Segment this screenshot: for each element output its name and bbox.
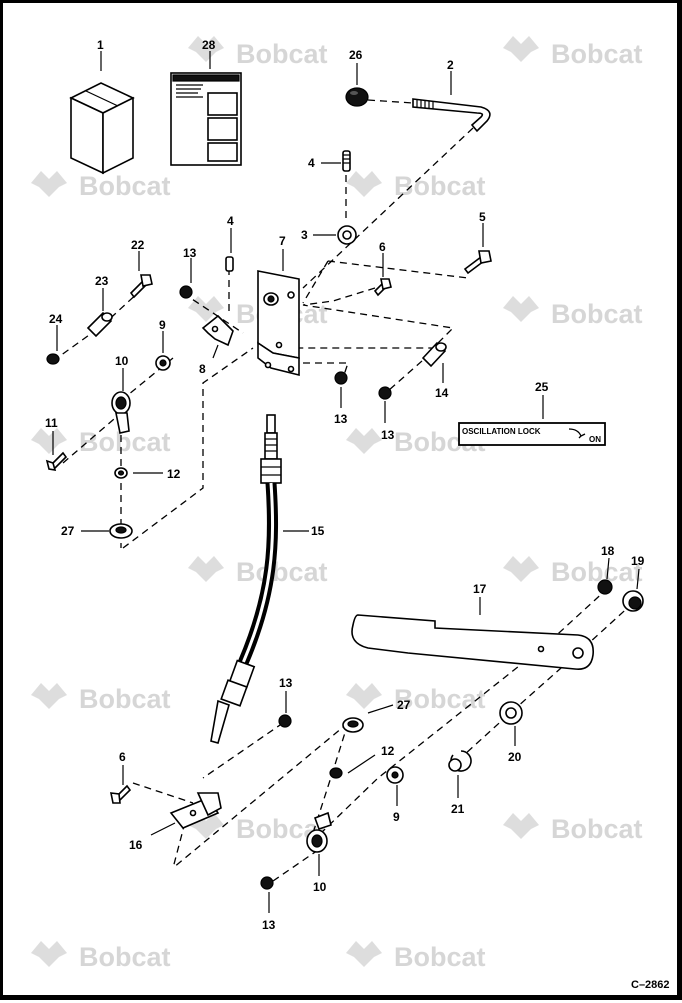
callout-leaders [52, 51, 640, 913]
callout-20: 20 [508, 750, 522, 764]
assembly-lines [52, 99, 634, 882]
part-23-spacer [86, 311, 113, 338]
callout-13: 13 [262, 918, 276, 932]
part-6-bolt [373, 278, 392, 297]
watermark: Bobcat [551, 39, 643, 69]
part-4b-roll-pin [225, 256, 234, 272]
part-13-nuts [179, 285, 392, 890]
watermark: Bobcat [79, 684, 171, 714]
callout-10: 10 [313, 880, 327, 894]
callout-14: 14 [435, 386, 449, 400]
callout-17: 17 [473, 582, 487, 596]
callout-28: 28 [202, 38, 216, 52]
watermark: Bobcat [394, 684, 486, 714]
part-25-decal: OSCILLATION LOCK ON [458, 422, 606, 446]
callout-19: 19 [631, 554, 645, 568]
watermark: Bobcat [394, 942, 486, 972]
callout-3: 3 [301, 228, 308, 242]
part-14-spacer [421, 341, 447, 368]
part-20-washer [499, 701, 523, 725]
watermark: Bobcat [551, 814, 643, 844]
watermark: Bobcat [236, 557, 328, 587]
part-27-nut [109, 523, 133, 539]
callout-1: 1 [97, 38, 104, 52]
callout-6: 6 [379, 240, 386, 254]
watermark: Bobcat [394, 171, 486, 201]
part-11-bolt [45, 451, 68, 471]
callout-4: 4 [227, 214, 234, 228]
watermark: Bobcat [551, 299, 643, 329]
part-3-bushing [337, 225, 357, 245]
watermark: Bobcat [236, 39, 328, 69]
callout-18: 18 [601, 544, 615, 558]
callout-11: 11 [45, 416, 58, 430]
part-10-ball-joint [111, 391, 131, 434]
part-8-clip [201, 314, 234, 347]
part-9-washer [155, 355, 171, 371]
callout-5: 5 [479, 210, 486, 224]
callout-22: 22 [131, 238, 145, 252]
callout-13: 13 [381, 428, 395, 442]
callout-labels: 1 28 26 2 4 3 4 5 6 7 13 22 23 24 9 8 10… [45, 38, 645, 932]
callout-27: 27 [61, 524, 75, 538]
drawing-number: C–2862 [631, 979, 670, 991]
callout-4: 4 [308, 156, 315, 170]
part-26-knob-icon [345, 87, 369, 107]
part-5-bolt [463, 250, 492, 275]
callout-24: 24 [49, 312, 63, 326]
callout-9: 9 [393, 810, 400, 824]
part-21-snap-ring [448, 750, 472, 772]
callout-9: 9 [159, 318, 166, 332]
part-1-box [69, 82, 135, 175]
callout-12: 12 [381, 744, 395, 758]
watermark-layer: Bobcat Bobcat Bobcat Bobcat Bobcat Bobca… [31, 36, 643, 972]
part-9b-washer [386, 766, 404, 784]
callout-8: 8 [199, 362, 206, 376]
part-27b-nut [342, 717, 364, 733]
callout-26: 26 [349, 48, 363, 62]
part-15-control-cable [210, 414, 282, 744]
part-17-lever-plate [351, 614, 595, 671]
callout-12: 12 [167, 467, 181, 481]
part-28-manual-icon [170, 72, 242, 166]
callout-10: 10 [115, 354, 129, 368]
part-18-bolt [597, 579, 613, 595]
callout-23: 23 [95, 274, 109, 288]
part-22-bolt [129, 274, 153, 299]
callout-13: 13 [183, 246, 197, 260]
callout-25: 25 [535, 380, 549, 394]
decal-suffix: ON [589, 435, 601, 444]
callout-16: 16 [129, 838, 143, 852]
part-2-lever-rod [412, 98, 491, 133]
part-16-bracket [169, 792, 222, 829]
callout-2: 2 [447, 58, 454, 72]
watermark: Bobcat [79, 171, 171, 201]
part-12b-lock-washer [329, 767, 343, 779]
part-6b-bolt [109, 784, 132, 804]
callout-15: 15 [311, 524, 325, 538]
callout-7: 7 [279, 234, 286, 248]
decal-text: OSCILLATION LOCK [462, 427, 541, 436]
parts-diagram: Bobcat Bobcat Bobcat Bobcat Bobcat Bobca… [31, 36, 670, 991]
callout-6: 6 [119, 750, 126, 764]
part-4-roll-pin [342, 150, 351, 172]
part-12-lock-washer [114, 467, 128, 479]
watermark: Bobcat [79, 942, 171, 972]
part-24-nut [46, 353, 60, 365]
callout-21: 21 [451, 802, 465, 816]
part-7-bracket [257, 270, 300, 377]
part-10b-ball-joint [306, 811, 332, 853]
callout-13: 13 [279, 676, 293, 690]
watermark: Bobcat [551, 557, 643, 587]
callout-13: 13 [334, 412, 348, 426]
part-19-knob [622, 590, 644, 612]
callout-27: 27 [397, 698, 411, 712]
